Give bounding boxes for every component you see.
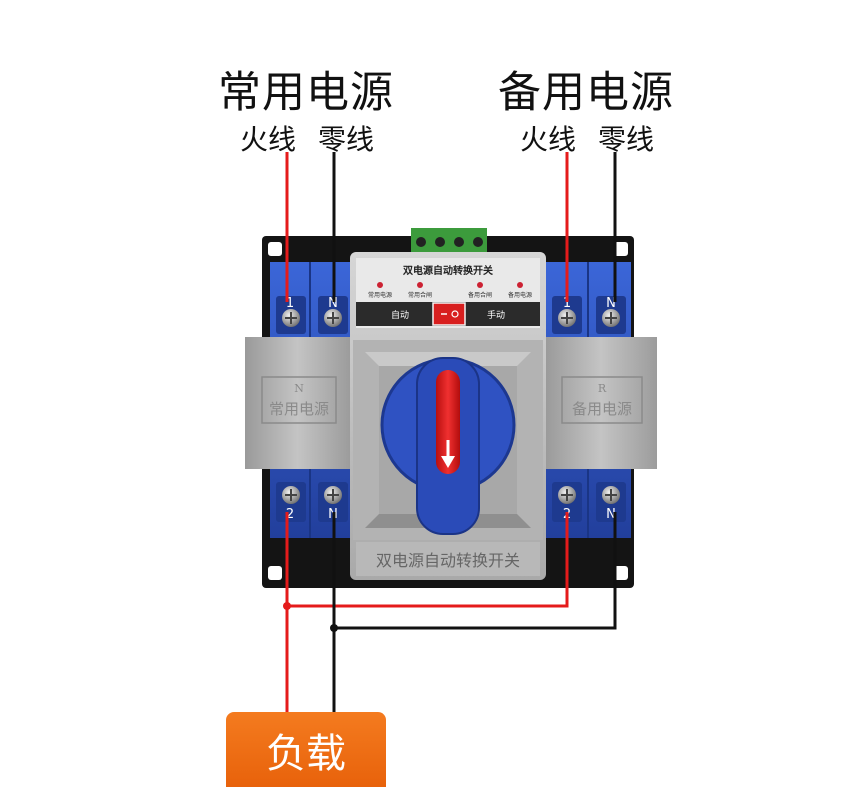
backup-source-title: 备用电源 bbox=[498, 68, 674, 118]
terminal-label: 1 bbox=[286, 296, 294, 311]
terminal-label: 1 bbox=[563, 296, 571, 311]
output-live-bridge bbox=[287, 512, 569, 608]
normal-live-label: 火线 bbox=[240, 123, 297, 156]
indicator-label: 备用电源 bbox=[508, 291, 532, 299]
normal-source-title: 常用电源 bbox=[218, 68, 394, 118]
panel-title: 双电源自动转换开关 bbox=[403, 264, 493, 277]
mounting-hole bbox=[614, 242, 628, 256]
bottom-label: 双电源自动转换开关 bbox=[376, 551, 520, 570]
indicator-label: 常用合闸 bbox=[408, 291, 432, 299]
junction-dot bbox=[330, 624, 338, 632]
terminal-screws bbox=[282, 309, 620, 504]
load-label: 负载 bbox=[226, 712, 386, 787]
mounting-hole bbox=[268, 566, 282, 580]
terminal-label: N bbox=[328, 296, 338, 311]
mode-toggle-switch bbox=[432, 302, 466, 326]
indicator-label: 常用电源 bbox=[368, 291, 392, 299]
junction-dot bbox=[283, 602, 291, 610]
cover-mark: N bbox=[294, 382, 304, 395]
arrow-down-icon bbox=[441, 440, 455, 468]
cover-text: 常用电源 bbox=[269, 400, 329, 418]
handle-indicator-stripe bbox=[436, 370, 460, 474]
backup-live-label: 火线 bbox=[520, 123, 577, 156]
output-neutral-bridge bbox=[334, 512, 617, 630]
mode-manual-label: 手动 bbox=[487, 309, 505, 321]
mounting-hole bbox=[614, 566, 628, 580]
terminal-label: N bbox=[606, 507, 616, 522]
indicator-label: 备用合闸 bbox=[468, 291, 492, 299]
terminal-label: 2 bbox=[286, 507, 294, 522]
backup-neutral-label: 零线 bbox=[598, 123, 655, 156]
right-terminal-cover bbox=[545, 337, 657, 469]
mode-auto-label: 自动 bbox=[391, 309, 409, 321]
mounting-hole bbox=[268, 242, 282, 256]
cover-mark: R bbox=[598, 382, 607, 395]
terminal-label: N bbox=[606, 296, 616, 311]
wiring bbox=[285, 152, 617, 712]
normal-neutral-label: 零线 bbox=[318, 123, 375, 156]
cover-text: 备用电源 bbox=[572, 400, 632, 418]
